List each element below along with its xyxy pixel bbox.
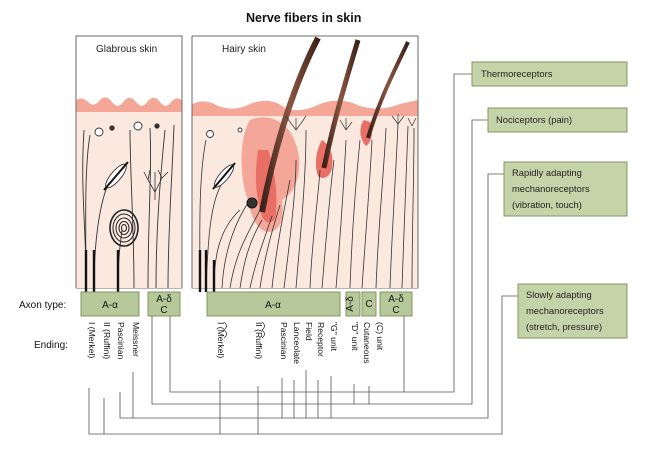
receptor-classes: Thermoreceptors Nociceptors (pain) Rapid… [471,61,628,339]
ending-hairy-d-unit: "D" unit [350,322,360,351]
slowly-adapting-line-1: Slowly adapting [526,289,592,300]
ending-glabrous-ruffini: II (Ruffini) [102,322,112,359]
axon-box-hairy-adelta-1 [345,291,361,317]
hair-2 [321,39,361,169]
axon-label-glabrous-c: C [160,305,167,316]
axon-label-glabrous-adelta: A-δ [156,294,172,305]
axon-label-hairy-adelta-2: A-δ [388,294,404,305]
axon-box-hairy-adelta-c [379,291,413,317]
axon-label-hairy-aalpha: A-α [265,300,281,311]
axon-box-hairy-c [361,291,377,317]
free-nerve-ending-glabrous [143,169,169,200]
ending-hairy-pascinian: Pascinian [279,322,289,359]
rapidly-adapting-box [503,161,628,217]
hair-1 [259,36,321,213]
ruffini-ending-hairy [212,162,236,190]
ending-glabrous-pacinian: Pascinian [116,322,126,359]
axon-label-hairy-c: C [365,299,372,310]
ending-row-label: Ending: [34,340,68,351]
hairy-epidermis [192,100,418,116]
connector-lines [88,73,518,435]
ending-hairy-c-unit: (C) unit [375,322,385,351]
hair-3 [366,41,410,139]
axon-type-boxes: A-α A-δ C A-α A-δ C A-δ C [80,291,413,317]
slowly-adapting-line-2: mechanoreceptors [526,305,604,316]
hairy-panel-title: Hairy skin [222,44,266,55]
pacinian-corpuscle-glabrous [109,209,139,247]
ending-hairy-cutaneous: Cutaneous [362,322,372,364]
glabrous-epidermis [76,97,182,112]
axon-label-glabrous-aalpha: A-α [102,300,118,311]
rapidly-adapting-line-1: Rapidly adapting [512,167,582,178]
ending-hairy-lanceolate: Lanceolate [292,322,302,364]
rapidly-adapting-line-3: (vibration, touch) [512,199,582,210]
slowly-adapting-box [517,283,628,339]
diagram-title: Nerve fibers in skin [246,11,361,25]
glabrous-panel-title: Glabrous skin [96,44,157,55]
axon-box-glabrous-adelta-c [147,291,181,317]
nociceptors-label: Nociceptors (pain) [496,114,572,125]
thermoreceptors-label: Thermoreceptors [481,68,553,79]
ending-glabrous-meissner: Meissner [131,322,141,357]
ending-hairy-receptor: Receptor [316,322,326,357]
thermoreceptors-box [471,61,628,87]
axon-box-hairy-aalpha [206,291,341,317]
axon-label-hairy-c-2: C [392,305,399,316]
axon-box-glabrous-aalpha [80,291,140,317]
ending-hairy-merkel: I (Merkel) [216,322,226,358]
ending-glabrous-merkel: I (Merkel) [87,322,97,358]
axon-label-hairy-adelta-1: A-δ [345,296,356,312]
ending-hairy-field: Field [304,322,314,341]
ending-hairy-g-unit: "G" unit [329,322,339,352]
nociceptors-box [487,107,628,133]
axon-type-row-label: Axon type: [19,300,66,311]
glabrous-skin-panel: Glabrous skin [75,35,183,292]
slowly-adapting-line-3: (stretch, pressure) [526,321,602,332]
ruffini-ending-glabrous [103,161,129,191]
rapidly-adapting-line-2: mechanoreceptors [512,183,590,194]
pacinian-corpuscle-hairy [246,197,258,209]
meissner-fiber [129,129,135,289]
ending-labels: I (Merkel) II (Ruffini) Pascinian Meissn… [87,322,385,364]
hairy-skin-panel: Hairy skin [191,35,419,292]
ending-hairy-ruffini: II (Ruffini) [254,322,264,359]
